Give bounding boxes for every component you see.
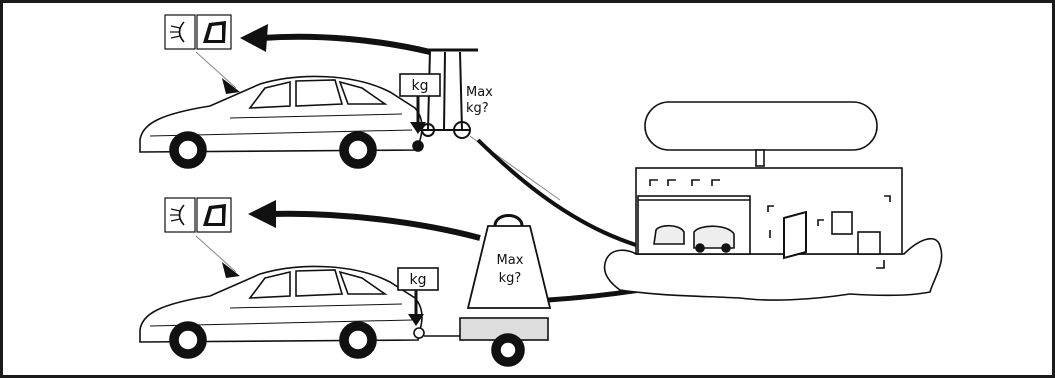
bottom-pointer-arrowhead (222, 262, 240, 278)
bottom-car (140, 266, 424, 358)
kg-label-top: kg (412, 78, 429, 94)
top-pointer-line (196, 52, 236, 88)
top-icon-group (165, 15, 231, 49)
max-weight-label-1: Max (497, 253, 524, 268)
top-curved-arrow (262, 37, 430, 52)
top-car (140, 76, 423, 168)
bottom-icon-group (165, 198, 231, 232)
trailer (424, 318, 548, 366)
kg-label-bottom: kg (410, 272, 427, 288)
max-label-top-2: kg? (466, 101, 489, 116)
bottom-curved-arrow (270, 214, 480, 238)
max-weight-label-2: kg? (499, 271, 522, 286)
bottom-pointer-line (196, 236, 236, 272)
top-pointer-arrowhead (222, 78, 240, 94)
bottom-curved-arrowhead (248, 200, 276, 228)
building (605, 102, 942, 300)
top-curved-arrowhead (240, 24, 268, 52)
max-label-top-1: Max (466, 85, 493, 100)
